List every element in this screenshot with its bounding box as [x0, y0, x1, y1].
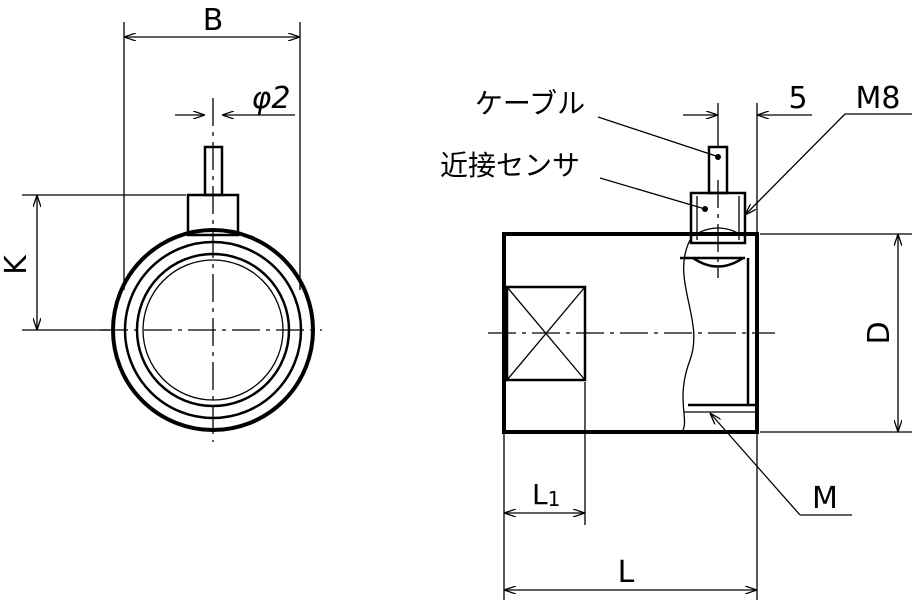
dim-l1-label: L1 — [532, 478, 560, 511]
dim-5-label: 5 — [788, 81, 807, 116]
dim-l-label: L — [618, 555, 635, 590]
label-m8: M8 — [856, 81, 901, 116]
dim-phi2-label: φ2 — [252, 81, 291, 116]
side-view: ケーブル 近接センサ 5 M8 D M L1 L — [440, 81, 912, 600]
label-m: M — [812, 481, 838, 516]
front-view: B φ2 K — [0, 3, 322, 442]
dim-k-label: K — [0, 254, 34, 275]
label-cable: ケーブル — [475, 87, 585, 120]
dim-d-label: D — [862, 321, 897, 344]
dim-b-label: B — [203, 3, 224, 38]
label-proximity-sensor: 近接センサ — [440, 149, 580, 182]
break-line — [681, 239, 695, 433]
